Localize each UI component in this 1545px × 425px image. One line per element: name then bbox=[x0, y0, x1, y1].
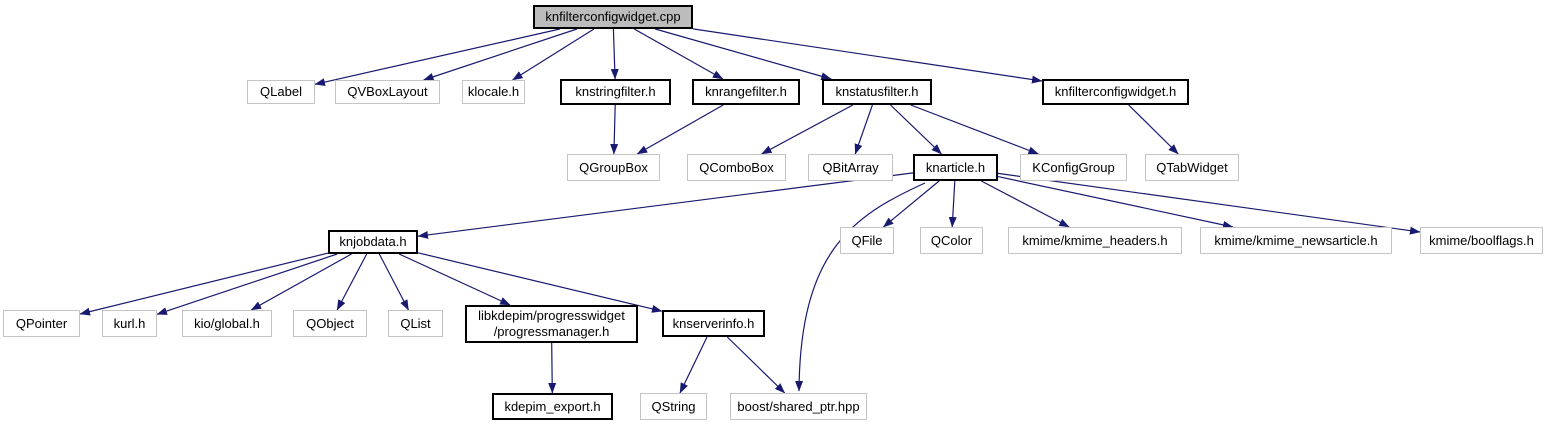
node-knarticle[interactable]: knarticle.h bbox=[913, 154, 998, 181]
edge-root--knstringfilter bbox=[610, 28, 619, 80]
edge-root--knrangefilter bbox=[634, 28, 724, 80]
node-qvboxlayout: QVBoxLayout bbox=[335, 80, 440, 104]
edge-knserverinfo--boost-shared-ptr bbox=[726, 336, 786, 394]
node-qbitarray: QBitArray bbox=[808, 154, 893, 181]
edge-knjobdata--kurl bbox=[156, 253, 338, 315]
node-knfilterconfigwidget-h[interactable]: knfilterconfigwidget.h bbox=[1042, 79, 1189, 105]
node-knstatusfilter[interactable]: knstatusfilter.h bbox=[822, 79, 932, 105]
node-kurl: kurl.h bbox=[102, 310, 157, 337]
node-klocale: klocale.h bbox=[462, 80, 525, 104]
edge-knjobdata--qlist bbox=[378, 253, 410, 311]
node-knrangefilter[interactable]: knrangefilter.h bbox=[692, 79, 800, 105]
edge-knstatusfilter--kconfiggroup bbox=[910, 104, 1039, 155]
edge-knarticle--qfile bbox=[883, 180, 940, 228]
node-qfile: QFile bbox=[840, 227, 894, 254]
edge-knarticle--kmime-newsarticle bbox=[997, 176, 1234, 229]
node-kio-global: kio/global.h bbox=[182, 310, 272, 337]
node-qpointer: QPointer bbox=[3, 310, 80, 337]
node-qcolor: QColor bbox=[920, 227, 983, 254]
node-kmime-headers: kmime/kmime_headers.h bbox=[1008, 227, 1182, 254]
node-root: knfilterconfigwidget.cpp bbox=[533, 5, 693, 29]
edge-root--knfilterconfigwidget-h bbox=[692, 28, 1043, 84]
edge-knjobdata--qpointer bbox=[79, 252, 329, 316]
edge-knarticle--boost-shared-ptr bbox=[795, 182, 926, 392]
edge-root--qvboxlayout bbox=[423, 28, 578, 81]
node-boost-shared-ptr: boost/shared_ptr.hpp bbox=[730, 393, 867, 420]
node-kmime-newsarticle: kmime/kmime_newsarticle.h bbox=[1200, 227, 1392, 254]
node-qcombobox: QComboBox bbox=[687, 154, 786, 181]
node-qlist: QList bbox=[388, 310, 443, 337]
edge-knarticle--knjobdata bbox=[417, 172, 914, 239]
edge-root--qlabel bbox=[314, 28, 561, 86]
edge-knjobdata--qobject bbox=[336, 253, 368, 311]
edge-knarticle--kmime-headers bbox=[981, 180, 1070, 228]
node-qtabwidget: QTabWidget bbox=[1145, 154, 1239, 181]
edge-knstringfilter--qgroupbox bbox=[610, 104, 619, 155]
node-knstringfilter[interactable]: knstringfilter.h bbox=[560, 79, 671, 105]
node-qobject: QObject bbox=[293, 310, 367, 337]
edge-knstatusfilter--qbitarray bbox=[854, 104, 873, 155]
node-qstring: QString bbox=[640, 393, 707, 420]
edge-root--knstatusfilter bbox=[655, 28, 832, 81]
node-progressmanager[interactable]: libkdepim/progresswidget /progressmanage… bbox=[465, 305, 638, 343]
edge-knrangefilter--qgroupbox bbox=[636, 104, 724, 155]
edge-knjobdata--knserverinfo bbox=[417, 252, 663, 313]
node-qlabel: QLabel bbox=[247, 80, 315, 104]
node-knserverinfo[interactable]: knserverinfo.h bbox=[662, 310, 765, 337]
edge-knarticle--kmime-boolflags bbox=[997, 172, 1421, 235]
edge-root--klocale bbox=[512, 28, 595, 81]
node-kmime-boolflags: kmime/boolflags.h bbox=[1420, 227, 1543, 254]
edge-knstatusfilter--qcombobox bbox=[761, 104, 854, 155]
node-qgroupbox: QGroupBox bbox=[567, 154, 660, 181]
edge-knjobdata--progressmanager bbox=[398, 253, 511, 306]
edge-knarticle--qcolor bbox=[948, 180, 957, 228]
node-knjobdata[interactable]: knjobdata.h bbox=[328, 230, 418, 254]
edge-knstatusfilter--knarticle bbox=[890, 104, 942, 155]
edge-knserverinfo--qstring bbox=[679, 336, 708, 394]
node-kdepim-export[interactable]: kdepim_export.h bbox=[492, 393, 613, 420]
node-kconfiggroup: KConfigGroup bbox=[1020, 154, 1127, 181]
edge-progressmanager--kdepim-export bbox=[548, 342, 557, 394]
edge-knfilterconfigwidget-h--qtabwidget bbox=[1128, 104, 1179, 155]
edge-knjobdata--kio-global bbox=[250, 253, 352, 311]
